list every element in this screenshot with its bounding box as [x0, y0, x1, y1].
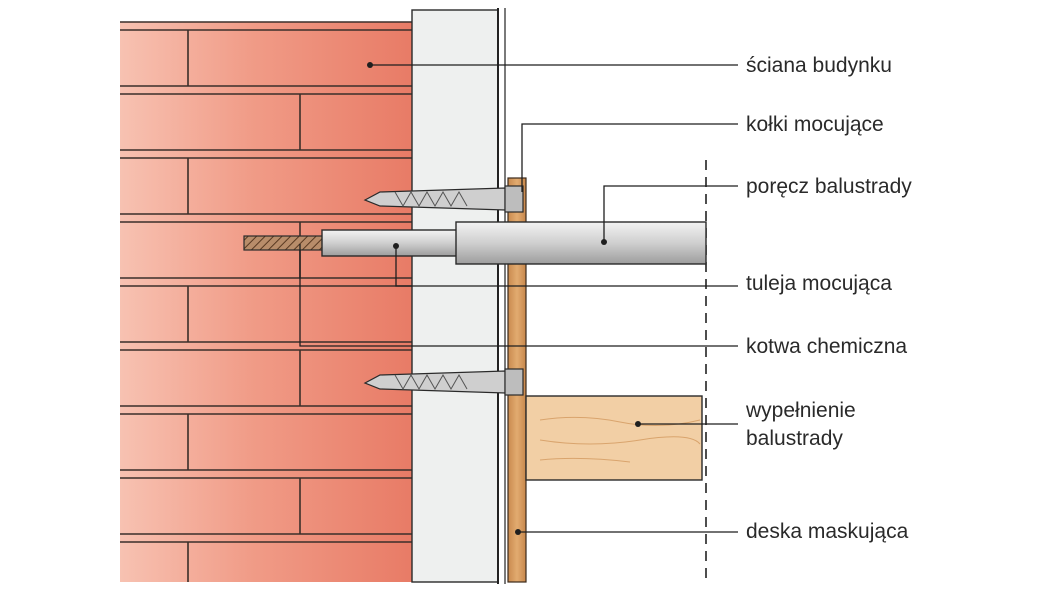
chemical-anchor [243, 235, 325, 251]
leader-sleeve [395, 246, 738, 287]
label-handrail: poręcz balustrady [746, 175, 912, 198]
label-infill-line2: balustrady [746, 427, 843, 450]
leader-dowels [521, 123, 738, 192]
handrail-pipe [455, 221, 707, 265]
leader-handrail [603, 185, 738, 242]
label-sleeve: tuleja mocująca [746, 272, 892, 295]
leader-anchor [299, 244, 738, 347]
leader-lines [299, 64, 738, 533]
lower-dowel [363, 368, 524, 396]
label-infill-line1: wypełnienie [746, 399, 856, 422]
insulation-layer [411, 9, 499, 583]
leader-dots [367, 62, 641, 535]
brick-wall [120, 21, 412, 582]
label-anchor: kotwa chemiczna [746, 335, 908, 358]
label-wall: ściana budynku [746, 54, 892, 77]
label-cover-board: deska maskująca [746, 520, 909, 543]
upper-dowel [363, 185, 524, 213]
label-dowels: kołki mocujące [746, 113, 884, 136]
infill-panel [525, 395, 703, 481]
